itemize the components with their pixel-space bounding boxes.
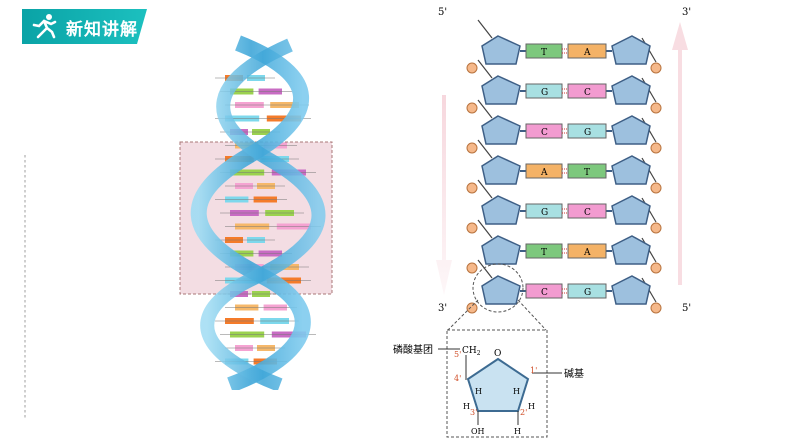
h-atom: H xyxy=(528,402,535,411)
phosphate-circle xyxy=(466,62,478,74)
sugar-pentagon xyxy=(611,155,651,185)
left-top-end-label: 5' xyxy=(438,7,447,18)
sugar-pentagon xyxy=(481,35,521,65)
ring-oxygen: O xyxy=(494,349,501,359)
h-atom: H xyxy=(513,387,520,396)
phosphate-circle xyxy=(650,262,662,274)
phosphate-circle xyxy=(650,302,662,314)
base-block xyxy=(525,243,563,259)
base-letter: A xyxy=(540,168,548,178)
helix-strand xyxy=(200,38,326,390)
oh-label: OH xyxy=(471,427,485,436)
carbon-number: 5' xyxy=(454,350,461,359)
base-letter: G xyxy=(541,208,548,218)
runner-icon xyxy=(32,14,57,39)
phosphate-circle xyxy=(466,302,478,314)
phosphate-circle xyxy=(650,62,662,74)
h-atom: H xyxy=(463,402,470,411)
base-letter: T xyxy=(541,248,547,258)
divider-dots xyxy=(24,155,26,420)
helix-strand xyxy=(190,35,311,390)
base-block xyxy=(567,83,607,99)
base-block xyxy=(525,43,563,59)
sugar-pentagon xyxy=(611,235,651,265)
base-letter: G xyxy=(541,88,548,98)
section-banner xyxy=(22,9,147,44)
base-letter: G xyxy=(584,128,591,138)
phosphate-circle xyxy=(466,262,478,274)
sugar-pentagon xyxy=(611,195,651,225)
carbon-number: 4' xyxy=(454,374,461,383)
carbon-number: 3' xyxy=(470,408,477,417)
sugar-pentagon xyxy=(611,35,651,65)
phosphate-label: 磷酸基团 xyxy=(393,343,433,356)
base-letter: A xyxy=(583,248,591,258)
base-letter: C xyxy=(541,128,548,138)
base-letter: C xyxy=(584,208,591,218)
sugar-ring xyxy=(466,357,530,412)
down-arrow xyxy=(436,95,452,295)
phosphate-circle xyxy=(650,182,662,194)
page-title: 新知讲解 xyxy=(66,20,138,40)
phosphate-circle xyxy=(466,182,478,194)
phosphate-circle xyxy=(650,142,662,154)
phosphate-circle xyxy=(650,102,662,114)
sugar-pentagon xyxy=(481,75,521,105)
phosphate-circle xyxy=(466,222,478,234)
sugar-pentagon xyxy=(611,115,651,145)
nucleotide-detail: 磷酸基团 CH2 O 碱基 5' 4' 3' 2' 1' H H H H OH … xyxy=(393,329,584,438)
carbon-number: 1' xyxy=(530,366,537,375)
carbon-number: 2' xyxy=(520,408,527,417)
base-block xyxy=(567,283,607,299)
base-block xyxy=(525,283,563,299)
detail-box xyxy=(446,329,548,438)
base-label: 碱基 xyxy=(564,367,584,380)
base-letter: C xyxy=(584,88,591,98)
base-block xyxy=(567,243,607,259)
sugar-pentagon xyxy=(611,75,651,105)
phosphate-circle xyxy=(466,142,478,154)
ch2-label: CH2 xyxy=(462,346,481,357)
base-block xyxy=(525,203,563,219)
base-block xyxy=(567,123,607,139)
base-block xyxy=(567,163,607,179)
base-letter: A xyxy=(583,48,591,58)
sugar-pentagon xyxy=(481,195,521,225)
base-letter: C xyxy=(541,288,548,298)
base-letter: T xyxy=(541,48,547,58)
base-block xyxy=(567,203,607,219)
base-block xyxy=(567,43,607,59)
h-atom: H xyxy=(514,427,521,436)
left-bottom-end-label: 3' xyxy=(438,303,447,314)
sugar-pentagon xyxy=(481,115,521,145)
h-atom: H xyxy=(475,387,482,396)
right-top-end-label: 3' xyxy=(682,7,691,18)
base-block xyxy=(525,123,563,139)
phosphate-circle xyxy=(466,102,478,114)
phosphate-circle xyxy=(650,222,662,234)
base-block xyxy=(525,163,563,179)
zoom-circle xyxy=(472,263,524,313)
base-block xyxy=(525,83,563,99)
right-bottom-end-label: 5' xyxy=(682,303,691,314)
base-letter: G xyxy=(584,288,591,298)
sugar-pentagon xyxy=(481,235,521,265)
base-letter: T xyxy=(584,168,590,178)
double-helix-illustration xyxy=(179,35,333,390)
up-arrow xyxy=(672,22,688,285)
sugar-pentagon xyxy=(611,275,651,305)
sugar-pentagon xyxy=(481,155,521,185)
sugar-pentagon xyxy=(481,275,521,305)
